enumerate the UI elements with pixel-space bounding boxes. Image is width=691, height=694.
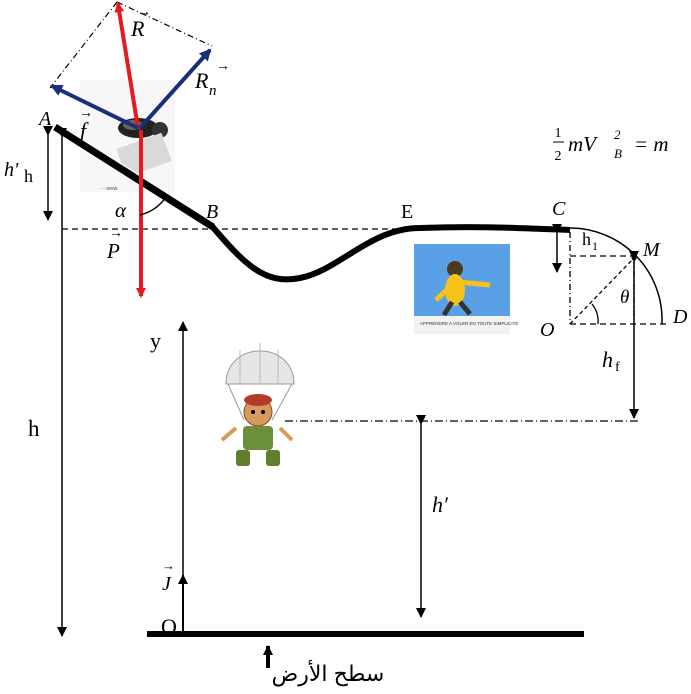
h-prime-label: h′ — [432, 492, 449, 517]
vector-j-label: J → — [162, 558, 175, 595]
point-e-label: E — [401, 201, 413, 223]
svg-text:= m: = m — [634, 132, 669, 156]
force-rn-arrow — [138, 48, 212, 130]
svg-text:1: 1 — [555, 126, 562, 141]
svg-text:→: → — [109, 226, 123, 241]
svg-text:f: f — [80, 118, 89, 143]
vector-r-label: R → — [130, 5, 151, 41]
track-curve — [208, 223, 571, 283]
skydiver-caption: APPRENDRE A VOLER EN TOUTE SIMPLICITE — [420, 321, 518, 326]
alpha-label: α — [115, 198, 127, 222]
point-m-label: M — [642, 239, 661, 261]
parachutist-cartoon — [220, 343, 295, 466]
svg-text:P: P — [106, 239, 120, 263]
hf-label: h f — [602, 347, 620, 375]
svg-text:h: h — [582, 229, 591, 249]
point-c-label: C — [552, 198, 566, 220]
point-a-label: A — [37, 108, 52, 130]
svg-text:h': h' — [4, 159, 19, 181]
force-f-arrow — [50, 84, 139, 130]
force-r-arrow — [114, 2, 140, 129]
ground-label: سطح الأرض — [272, 660, 385, 687]
svg-text:2: 2 — [555, 149, 562, 164]
svg-text:mV: mV — [568, 132, 598, 156]
point-o-circle-label: O — [540, 319, 554, 341]
svg-text:R: R — [194, 68, 209, 93]
skydiver-photo: APPRENDRE A VOLER EN TOUTE SIMPLICITE — [414, 244, 518, 334]
svg-text:J: J — [162, 573, 172, 595]
h-main-label: h — [28, 416, 40, 441]
svg-text:R: R — [130, 16, 145, 41]
r-construction-lines — [49, 1, 213, 89]
svg-text:2: 2 — [614, 127, 621, 142]
svg-text:B: B — [614, 146, 622, 161]
point-m — [631, 255, 637, 261]
svg-text:h: h — [602, 347, 613, 372]
svg-text:→: → — [162, 558, 175, 573]
alpha-arc — [139, 196, 167, 216]
svg-text:→: → — [216, 59, 230, 74]
h1-label: h 1 — [582, 229, 598, 253]
incline-ab — [53, 124, 215, 230]
h-prime-top-label: h' h — [4, 159, 33, 186]
vector-p-label: P → — [106, 226, 123, 263]
vector-rn-label: R n → — [194, 59, 230, 99]
svg-text:h: h — [24, 166, 33, 186]
point-b-label: B — [206, 201, 218, 223]
y-axis-label: y — [150, 328, 161, 353]
svg-text:→: → — [137, 5, 151, 20]
svg-text:··· www.: ··· www. — [100, 186, 118, 192]
point-d-label: D — [672, 306, 688, 328]
energy-formula: 1 2 mV 2 B = m — [553, 126, 669, 164]
vector-f-label: f → — [79, 106, 93, 143]
theta-label: θ — [620, 287, 629, 308]
svg-text:n: n — [209, 83, 217, 99]
svg-text:f: f — [615, 360, 620, 375]
point-o-ground-label: O — [161, 614, 177, 639]
svg-text:→: → — [79, 106, 93, 121]
svg-text:1: 1 — [592, 239, 598, 253]
